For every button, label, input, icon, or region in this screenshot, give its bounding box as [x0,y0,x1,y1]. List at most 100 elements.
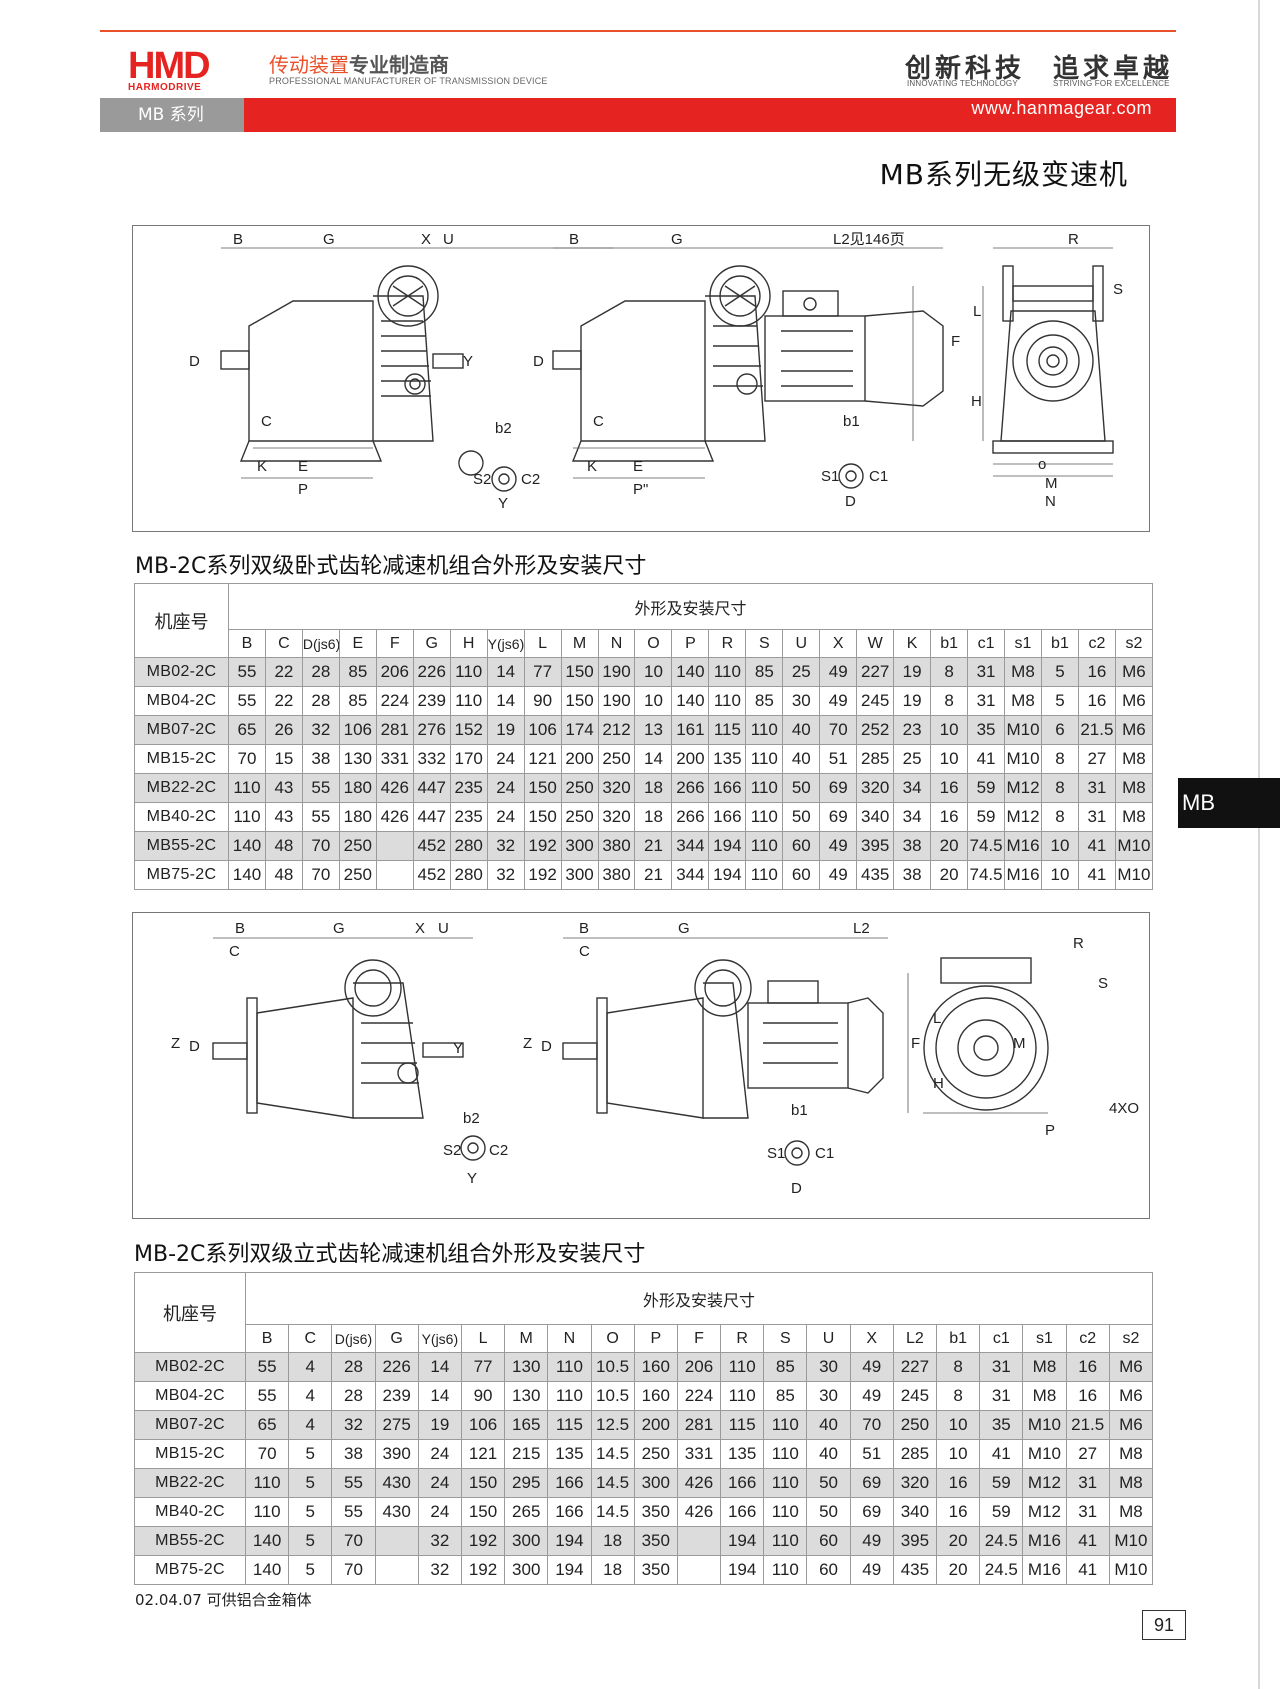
value-cell: 106 [338,715,377,745]
value-cell: 14 [417,1352,462,1382]
value-cell: 41 [1077,831,1116,861]
value-cell: 38 [331,1439,376,1469]
value-cell: 50 [782,802,821,832]
value-cell: 285 [892,1439,938,1469]
brand-logo: HMD HARMODRIVE [128,45,228,93]
value-cell: 69 [849,1468,894,1498]
value-cell [676,1555,722,1585]
value-cell: 200 [671,744,710,774]
fig1-label-b2: b2 [495,420,512,437]
model-cell: MB40-2C [134,1497,246,1527]
section-tab-mb[interactable]: MB [1178,778,1280,828]
fig1-label-e-motor: E [633,458,643,475]
value-cell: 115 [708,715,747,745]
value-cell: 48 [264,860,303,890]
value-cell: 227 [856,657,895,687]
model-cell: MB04-2C [134,686,229,716]
column-header: c2 [1077,629,1116,658]
fig1-label-g-motor: G [671,231,683,248]
value-cell: 150 [560,686,599,716]
value-cell: 18 [590,1526,635,1556]
fig2-label-c: C [229,943,240,960]
fig2-label-r: R [1073,935,1084,952]
value-cell: 60 [782,860,821,890]
value-cell: 85 [338,686,377,716]
value-cell: M12 [1022,1468,1067,1498]
value-cell: 34 [893,802,932,832]
value-cell: 252 [856,715,895,745]
value-cell: 48 [264,831,303,861]
value-cell: 22 [264,657,303,687]
column-header: c1 [979,1324,1024,1353]
value-cell: 85 [745,686,784,716]
value-cell: 106 [523,715,562,745]
value-cell: 320 [597,773,636,803]
value-cell: M8 [1114,744,1153,774]
value-cell: 90 [523,686,562,716]
value-cell: 10 [930,744,969,774]
value-cell: 110 [763,1439,808,1469]
value-cell: 43 [264,773,303,803]
value-cell: 50 [806,1468,851,1498]
value-cell: 14 [486,657,525,687]
value-cell: 447 [412,802,451,832]
value-cell: 224 [375,686,414,716]
value-cell: 452 [412,831,451,861]
value-cell: 24.5 [979,1526,1024,1556]
value-cell: 110 [763,1410,808,1440]
value-cell: 180 [338,773,377,803]
value-cell: 51 [819,744,858,774]
value-cell: M6 [1108,1352,1154,1382]
value-cell: 4 [288,1352,333,1382]
fig1-label-m: M [1045,475,1058,492]
value-cell: 32 [417,1526,462,1556]
value-cell: 121 [460,1439,506,1469]
value-cell: M10 [1114,860,1153,890]
fig1-label-o: o [1038,456,1046,473]
column-header: B [244,1324,290,1353]
page-number: 91 [1142,1610,1186,1640]
column-header: c1 [967,629,1006,658]
value-cell: 55 [301,802,340,832]
value-cell: 226 [374,1352,419,1382]
value-cell: 40 [782,715,821,745]
fig1-label-r: R [1068,231,1079,248]
value-cell: 350 [633,1555,678,1585]
fig2-label-b1: b1 [791,1102,808,1119]
value-cell: 16 [1077,657,1116,687]
value-cell: 350 [633,1497,678,1527]
website-link[interactable]: www.hanmagear.com [971,98,1152,118]
model-cell: MB75-2C [134,860,229,890]
value-cell: M6 [1108,1410,1154,1440]
logo-letters: HMD [128,45,211,87]
column-header: s2 [1108,1324,1154,1353]
value-cell: 5 [1040,686,1079,716]
value-cell: 60 [806,1555,851,1585]
value-cell: 15 [264,744,303,774]
value-cell: 332 [412,744,451,774]
value-cell: 24 [417,1468,462,1498]
value-cell: 340 [892,1497,938,1527]
value-cell: M16 [1022,1526,1067,1556]
page-edge-rule [1258,0,1260,1689]
fig1-label-d-key: D [845,493,856,510]
value-cell: 8 [1040,773,1079,803]
value-cell: M12 [1004,773,1042,803]
fig2-label-y2: Y [467,1170,477,1187]
value-cell: 55 [244,1381,290,1411]
value-cell: 25 [782,657,821,687]
fig1-label-s1: S1 [821,468,839,485]
fig2-label-s1: S1 [767,1145,785,1162]
value-cell: 110 [720,1381,765,1411]
value-cell: 31 [967,657,1006,687]
fig1-label-c1: C1 [869,468,888,485]
column-header: F [375,629,414,658]
value-cell: 19 [893,657,932,687]
value-cell: 35 [979,1410,1024,1440]
column-header: R [708,629,747,658]
value-cell: 55 [301,773,340,803]
